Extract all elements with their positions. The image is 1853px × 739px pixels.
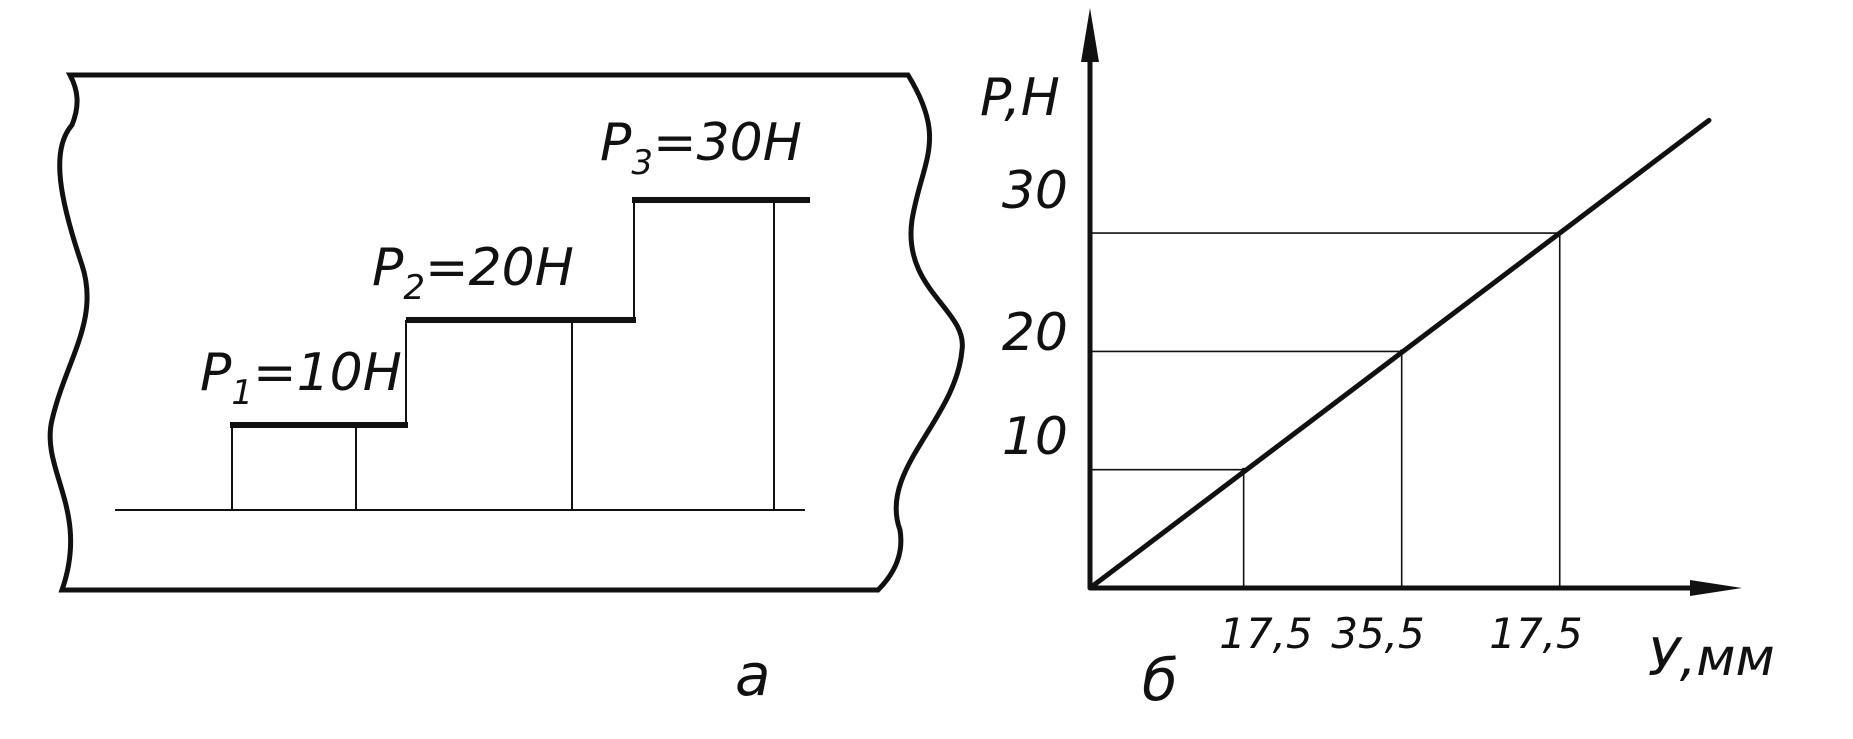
- series-line: [1087, 117, 1712, 591]
- x-tick-label: 17,5: [1489, 609, 1583, 658]
- y-axis-label: P,Н: [980, 68, 1060, 128]
- panel-b-label: б: [1142, 646, 1178, 714]
- data-point: [1241, 467, 1246, 472]
- x-axis-label: У,мм: [1648, 628, 1775, 688]
- x-tick-label: 17,5: [1219, 609, 1313, 658]
- data-point: [1399, 349, 1404, 354]
- panel-a-frame: [47, 72, 965, 593]
- load-label-p3: P3=30Н: [600, 113, 802, 183]
- panel-a: P1=10Н P2=20Н P3=30Н а: [47, 72, 965, 709]
- panel-b-chart: 10 20 30 17,5 35,5 17,5 P,Н У,мм б: [980, 8, 1775, 714]
- y-tick-label: 30: [1002, 161, 1068, 221]
- load-label-p2: P2=20Н: [372, 238, 574, 308]
- x-tick-label: 35,5: [1331, 609, 1425, 658]
- data-point: [1557, 231, 1562, 236]
- x-axis-arrow-icon: [1690, 580, 1742, 596]
- y-tick-label: 20: [1002, 303, 1068, 363]
- load-label-p1: P1=10Н: [200, 343, 402, 413]
- y-tick-label: 10: [1002, 407, 1068, 467]
- y-axis-arrow-icon: [1081, 8, 1099, 62]
- panel-a-label: а: [735, 641, 771, 709]
